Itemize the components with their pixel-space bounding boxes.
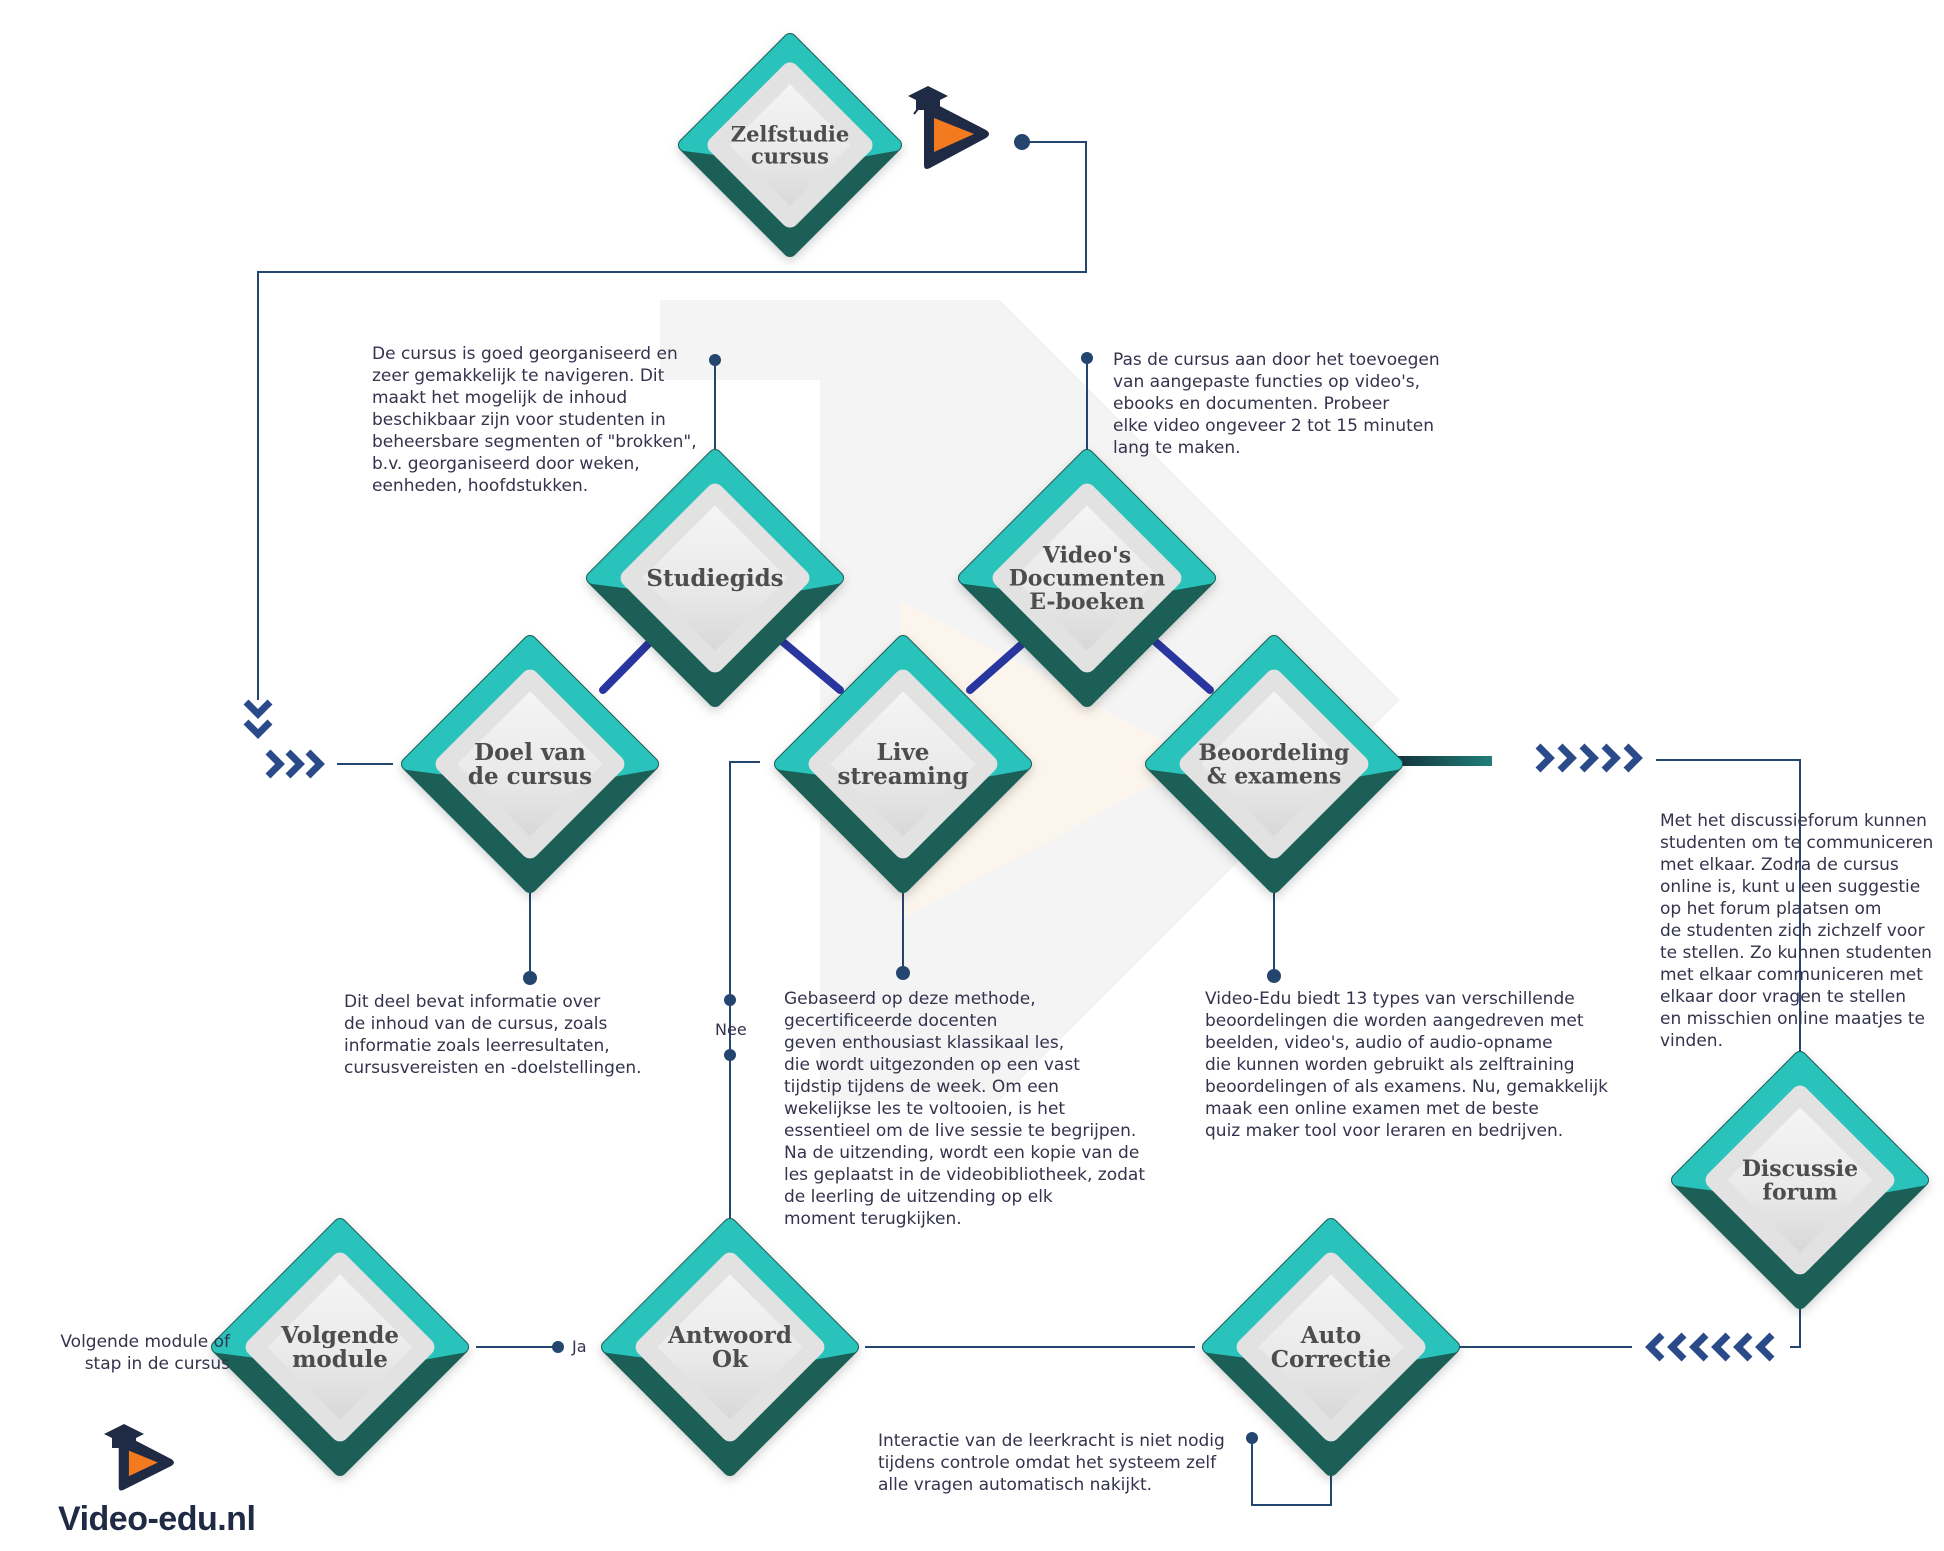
zelfstudie-label: Zelfstudie — [731, 121, 850, 146]
antwoord-label: Ok — [712, 1346, 749, 1373]
chevron-down-icon — [243, 699, 273, 719]
chevron-left-icon — [1645, 1332, 1665, 1362]
chevron-right-icon — [285, 749, 305, 779]
doel-note: Dit deel bevat informatie over de inhoud… — [344, 992, 642, 1078]
auto-label: Auto — [1300, 1322, 1362, 1349]
volgende-node — [211, 1218, 469, 1476]
background-watermark — [660, 300, 1400, 1100]
logo-icon — [104, 1424, 174, 1491]
chevron-right-icon — [1579, 743, 1599, 773]
live-node — [774, 635, 1032, 893]
dot — [724, 1049, 736, 1061]
chevron-right-icon — [1601, 743, 1621, 773]
videos-note: Pas de cursus aan door het toevoegen van… — [1113, 350, 1440, 458]
doel-node — [401, 635, 659, 893]
videos-label: Video's — [1042, 543, 1131, 569]
dot — [1014, 134, 1030, 150]
edge-label-nee: Nee — [715, 1020, 747, 1039]
beoordeling-note: Video-Edu biedt 13 types van verschillen… — [1205, 989, 1609, 1141]
dot — [552, 1341, 564, 1353]
brand-name: Video-edu.nl — [58, 1500, 256, 1538]
chevron-left-icon — [1711, 1332, 1731, 1362]
chevron-left-icon — [1667, 1332, 1687, 1362]
antwoord-node — [601, 1218, 859, 1476]
studiegids-node — [586, 449, 844, 707]
discussie-note: Met het discussieforum kunnen studenten … — [1660, 811, 1934, 1051]
chevron-down-icon — [243, 719, 273, 739]
chevron-right-icon — [1557, 743, 1577, 773]
zelfstudie-node — [678, 33, 902, 257]
logo-icon — [908, 86, 989, 169]
beoordeling-label: & examens — [1207, 763, 1342, 789]
doel-label: Doel van — [474, 739, 586, 766]
chevron-right-icon — [1623, 743, 1643, 773]
chevron-right-icon — [1535, 743, 1555, 773]
doel-label: de cursus — [468, 763, 592, 790]
chevron-left-icon — [1733, 1332, 1753, 1362]
volgende-label: Volgende — [280, 1322, 399, 1349]
videos-node — [958, 449, 1216, 707]
chevron-left-icon — [1689, 1332, 1709, 1362]
auto-node — [1202, 1218, 1460, 1476]
beoordeling-label: Beoordeling — [1198, 740, 1349, 766]
videos-label: Documenten — [1009, 566, 1166, 592]
dot — [896, 966, 910, 980]
connector-lines — [257, 141, 1801, 1506]
discussie-node — [1671, 1051, 1929, 1309]
dot — [1267, 969, 1281, 983]
volgende-note: Volgende module of stap in de cursus — [60, 1332, 230, 1374]
dot — [724, 994, 736, 1006]
beoordeling-node — [1145, 635, 1403, 893]
dot — [709, 354, 721, 366]
volgende-label: module — [292, 1346, 388, 1373]
live-note: Gebaseerd op deze methode, gecertificeer… — [784, 989, 1145, 1229]
discussie-label: forum — [1762, 1179, 1837, 1205]
auto-note: Interactie van de leerkracht is niet nod… — [878, 1431, 1225, 1495]
chevron-right-icon — [265, 749, 285, 779]
discussie-label: Discussie — [1742, 1156, 1858, 1182]
edge-label-ja: Ja — [572, 1337, 587, 1356]
node-links — [599, 633, 1214, 694]
chevron-left-icon — [1755, 1332, 1775, 1362]
dot — [1246, 1432, 1258, 1444]
chevron-right-icon — [305, 749, 325, 779]
videos-label: E-boeken — [1029, 589, 1145, 615]
dot — [1081, 352, 1093, 364]
live-label: Live — [877, 739, 930, 766]
beoordeling-connector-bar — [1392, 756, 1492, 766]
zelfstudie-label: cursus — [751, 143, 829, 168]
studiegids-label: Studiegids — [646, 565, 783, 592]
auto-label: Correctie — [1271, 1346, 1392, 1373]
dot — [523, 971, 537, 985]
studiegids-note: De cursus is goed georganiseerd en zeer … — [372, 344, 697, 496]
chevron-arrows — [243, 699, 1775, 1362]
live-label: streaming — [837, 763, 968, 790]
antwoord-label: Antwoord — [667, 1322, 792, 1349]
connector-dots — [523, 134, 1281, 1444]
